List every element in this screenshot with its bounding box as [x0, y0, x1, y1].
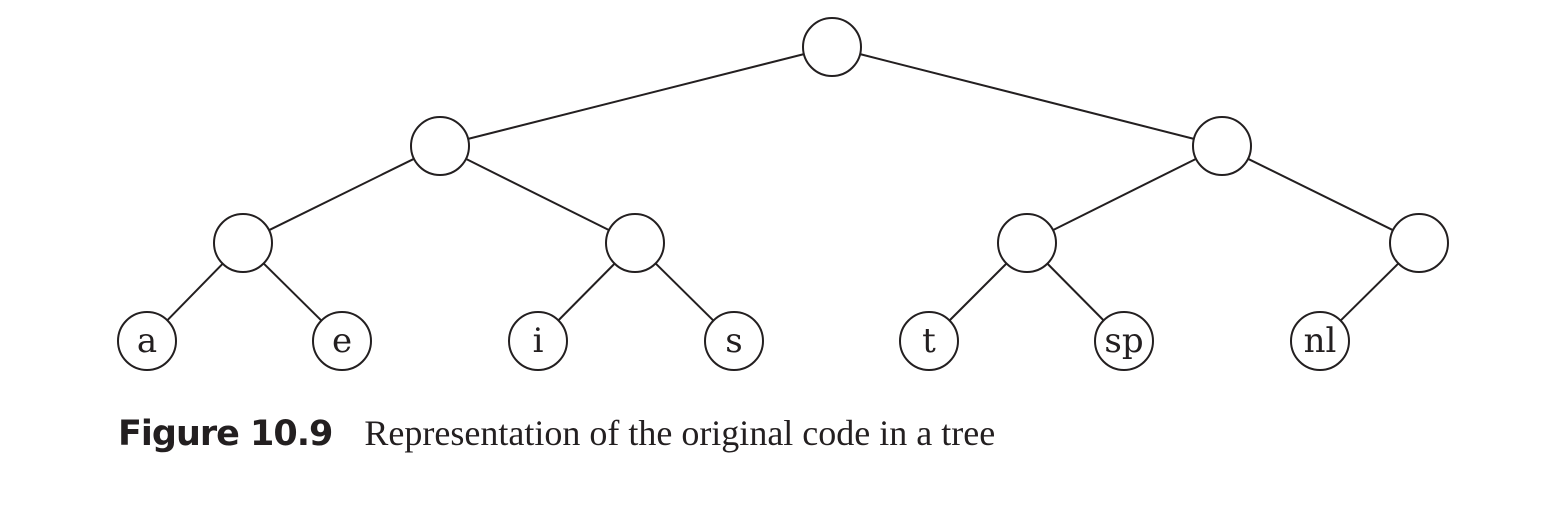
- tree-node-label: a: [137, 321, 157, 361]
- tree-node-circle: [704, 311, 764, 371]
- tree-node-label: t: [922, 321, 936, 361]
- tree-edge-root-R: [859, 53, 1195, 140]
- tree-node-circle: [508, 311, 568, 371]
- figure-caption-text: Representation of the original code in a…: [364, 413, 996, 453]
- tree-node-label: nl: [1304, 321, 1337, 361]
- tree-node-circle: [1192, 116, 1252, 176]
- tree-node-LR: [605, 213, 665, 273]
- tree-edge-LR-s: [654, 262, 715, 322]
- tree-edge-RL-sp: [1046, 262, 1105, 322]
- tree-edges: [166, 53, 1400, 322]
- tree-edge-LR-i: [557, 262, 616, 322]
- tree-edge-R-RL: [1052, 158, 1197, 231]
- tree-node-circle: [213, 213, 273, 273]
- tree-node-circle: [899, 311, 959, 371]
- tree-node-t: t: [899, 311, 959, 371]
- tree-node-circle: [802, 17, 862, 77]
- tree-edge-RR-nl: [1339, 262, 1400, 322]
- tree-node-label: s: [725, 321, 742, 361]
- tree-node-circle: [1290, 311, 1350, 371]
- tree-node-circle: [1094, 311, 1154, 371]
- tree-node-nl: nl: [1290, 311, 1350, 371]
- figure-caption: Figure 10.9 Representation of the origina…: [118, 412, 995, 454]
- tree-node-sp: sp: [1094, 311, 1154, 371]
- tree-edge-L-LL: [268, 157, 415, 232]
- tree-edge-R-RR: [1247, 157, 1394, 232]
- tree-node-circle: [410, 116, 470, 176]
- tree-node-circle: [1389, 213, 1449, 273]
- tree-node-e: e: [312, 311, 372, 371]
- tree-node-s: s: [704, 311, 764, 371]
- tree-node-RL: [997, 213, 1057, 273]
- tree-node-root: [802, 17, 862, 77]
- tree-node-circle: [117, 311, 177, 371]
- tree-node-circle: [605, 213, 665, 273]
- tree-node-circle: [997, 213, 1057, 273]
- tree-nodes: a e i s t sp nl: [117, 17, 1449, 371]
- tree-node-LL: [213, 213, 273, 273]
- tree-edge-root-L: [467, 53, 805, 140]
- figure-label: Figure 10.9: [118, 414, 333, 454]
- tree-edge-LL-e: [262, 262, 323, 322]
- tree-node-label: sp: [1104, 321, 1143, 361]
- tree-diagram: a e i s t sp nl: [117, 17, 1449, 371]
- tree-edge-L-LR: [465, 158, 610, 231]
- tree-node-a: a: [117, 311, 177, 371]
- tree-node-L: [410, 116, 470, 176]
- tree-node-R: [1192, 116, 1252, 176]
- tree-node-circle: [312, 311, 372, 371]
- tree-node-i: i: [508, 311, 568, 371]
- tree-node-RR: [1389, 213, 1449, 273]
- tree-edge-LL-a: [166, 263, 224, 321]
- tree-node-label: e: [332, 321, 352, 361]
- tree-node-label: i: [533, 321, 544, 361]
- tree-edge-RL-t: [948, 262, 1008, 322]
